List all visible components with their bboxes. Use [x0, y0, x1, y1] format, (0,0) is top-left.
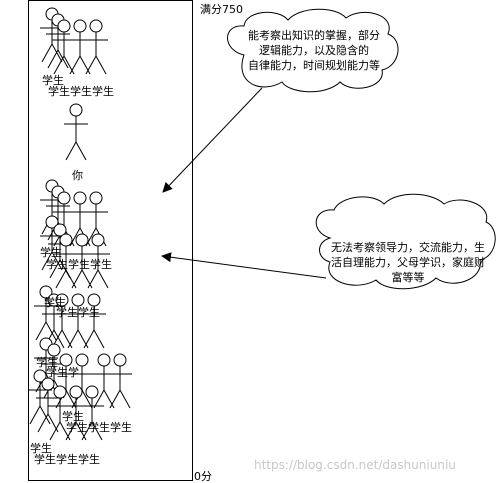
student-figure: [70, 353, 94, 409]
you-label: 你: [72, 169, 83, 182]
student-figures: [28, 7, 132, 441]
student-label: 学生: [30, 442, 52, 455]
student-figure: [92, 353, 116, 409]
you-figure: [64, 103, 88, 161]
student-figure: [80, 385, 104, 441]
student-figure: [54, 353, 78, 409]
student-figure: [54, 233, 78, 289]
student-figure: [50, 293, 74, 349]
student-label: 学生学: [46, 366, 79, 379]
student-figure: [64, 385, 88, 441]
cloud-top-line: 能考察出知识的掌握，部分: [248, 29, 380, 42]
watermark: https://blog.csdn.net/dashuniuniu: [254, 458, 456, 472]
student-figure: [68, 19, 92, 75]
cloud-bottom-line: 活自理能力，父母学识，家庭财: [331, 256, 485, 269]
scale-bottom-label: 0分: [194, 470, 212, 483]
cloud-bottom-text: 无法考察领导力，交流能力，生 活自理能力，父母学识，家庭财 富等等: [322, 240, 494, 285]
cloud-top: [227, 8, 399, 93]
student-label: 学生学生学生: [66, 421, 132, 434]
score-column: [28, 0, 193, 481]
student-figure: [82, 293, 106, 349]
student-label: 学生学生学生: [34, 453, 100, 466]
student-label: 学生: [40, 246, 62, 259]
student-figure: [34, 285, 58, 341]
cloud-bottom-line: 富等等: [391, 271, 425, 284]
cloud-top-text: 能考察出知识的掌握，部分 逻辑能力，以及隐含的 自律能力，时间规划能力等: [230, 28, 398, 73]
student-figure: [40, 215, 64, 271]
student-label: 学生学生: [56, 306, 100, 319]
student-label: 学生: [36, 356, 58, 369]
scale-top-label: 满分750: [200, 3, 243, 16]
student-label: 学生: [42, 74, 64, 87]
cloud-top-line: 逻辑能力，以及隐含的: [259, 44, 369, 57]
cloud-top-line: 自律能力，时间规划能力等: [248, 59, 380, 72]
cloud-bottom-line: 无法考察领导力，交流能力，生: [331, 241, 485, 254]
student-figure: [28, 369, 52, 425]
student-figure: [108, 353, 132, 409]
student-label: 学生: [44, 296, 66, 309]
student-figure: [70, 233, 94, 289]
student-label: 学生: [62, 410, 84, 423]
student-figure: [84, 19, 108, 75]
cloud-bottom: [315, 193, 496, 290]
student-figure: [66, 293, 90, 349]
student-label: 学生学生学生: [46, 258, 112, 271]
student-label: 学生学生学生: [48, 85, 114, 98]
arrow-bottom: [161, 252, 327, 279]
arrow-top: [162, 87, 263, 193]
student-figure: [86, 233, 110, 289]
